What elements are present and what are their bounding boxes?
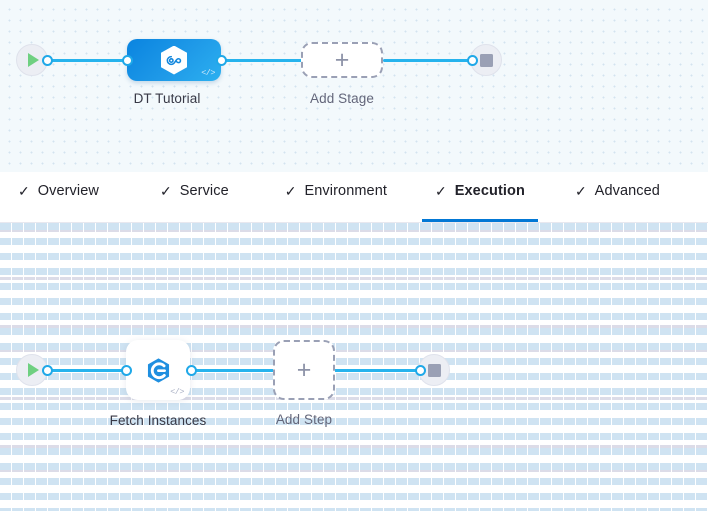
step-node-label: Fetch Instances	[109, 413, 207, 428]
tab-advanced-label: Advanced	[594, 183, 660, 199]
stage-node-input-port[interactable]	[122, 55, 133, 66]
play-icon	[28, 363, 39, 377]
step-code-badge[interactable]: </>	[170, 387, 184, 397]
connector-stage-to-add-stage	[218, 59, 303, 62]
tab-service-label: Service	[179, 183, 229, 199]
stop-icon	[427, 363, 441, 377]
step-node-output-port[interactable]	[186, 365, 197, 376]
connector-start-to-stage	[45, 59, 130, 62]
tab-environment-label: Environment	[304, 183, 387, 199]
stage-node-dt-tutorial[interactable]: </>	[127, 39, 221, 81]
stage-code-badge[interactable]: </>	[201, 68, 215, 78]
check-icon: ✓	[18, 183, 30, 199]
connector-step-to-add-step	[188, 369, 274, 372]
execution-end-node[interactable]	[418, 354, 450, 386]
harness-hexagon-c-icon	[147, 357, 169, 383]
add-step-label: Add Step	[275, 412, 333, 427]
check-icon: ✓	[284, 183, 297, 199]
stop-icon	[479, 53, 493, 67]
tab-overview-label: Overview	[37, 183, 99, 199]
tab-execution[interactable]: ✓ Execution	[422, 172, 538, 222]
tab-execution-label: Execution	[454, 183, 525, 199]
tab-service[interactable]: ✓ Service	[160, 172, 229, 222]
pipeline-stage-canvas[interactable]: </> DT Tutorial + Add Stage	[0, 0, 708, 172]
check-icon: ✓	[574, 183, 587, 199]
stage-node-output-port[interactable]	[216, 55, 227, 66]
end-node-input-port[interactable]	[467, 55, 478, 66]
plus-icon: +	[334, 45, 350, 74]
tab-environment[interactable]: ✓ Environment	[285, 172, 387, 222]
execution-start-output-port[interactable]	[42, 365, 53, 376]
add-step-button[interactable]: +	[273, 340, 335, 400]
start-node-output-port[interactable]	[42, 55, 53, 66]
check-icon: ✓	[435, 183, 447, 199]
play-icon	[28, 53, 39, 67]
connector-add-step-to-end	[334, 369, 418, 372]
add-stage-button[interactable]: +	[301, 42, 383, 78]
step-node-fetch-instances[interactable]: </>	[126, 340, 190, 400]
stage-node-label: DT Tutorial	[133, 91, 201, 106]
harness-hexagon-infinity-icon	[161, 45, 187, 75]
tab-overview[interactable]: ✓ Overview	[18, 172, 99, 222]
add-stage-label: Add Stage	[310, 91, 374, 106]
step-node-input-port[interactable]	[121, 365, 132, 376]
execution-end-input-port[interactable]	[415, 365, 426, 376]
check-icon: ✓	[159, 183, 172, 199]
stage-config-tab-bar: ✓ Overview ✓ Service ✓ Environment ✓ Exe…	[0, 172, 708, 223]
plus-icon: +	[296, 355, 312, 384]
execution-step-canvas[interactable]: </> Fetch Instances + Add Step	[0, 223, 708, 511]
connector-add-stage-to-end	[383, 59, 470, 62]
connector-start-to-step	[45, 369, 130, 372]
tab-advanced[interactable]: ✓ Advanced	[575, 172, 660, 222]
